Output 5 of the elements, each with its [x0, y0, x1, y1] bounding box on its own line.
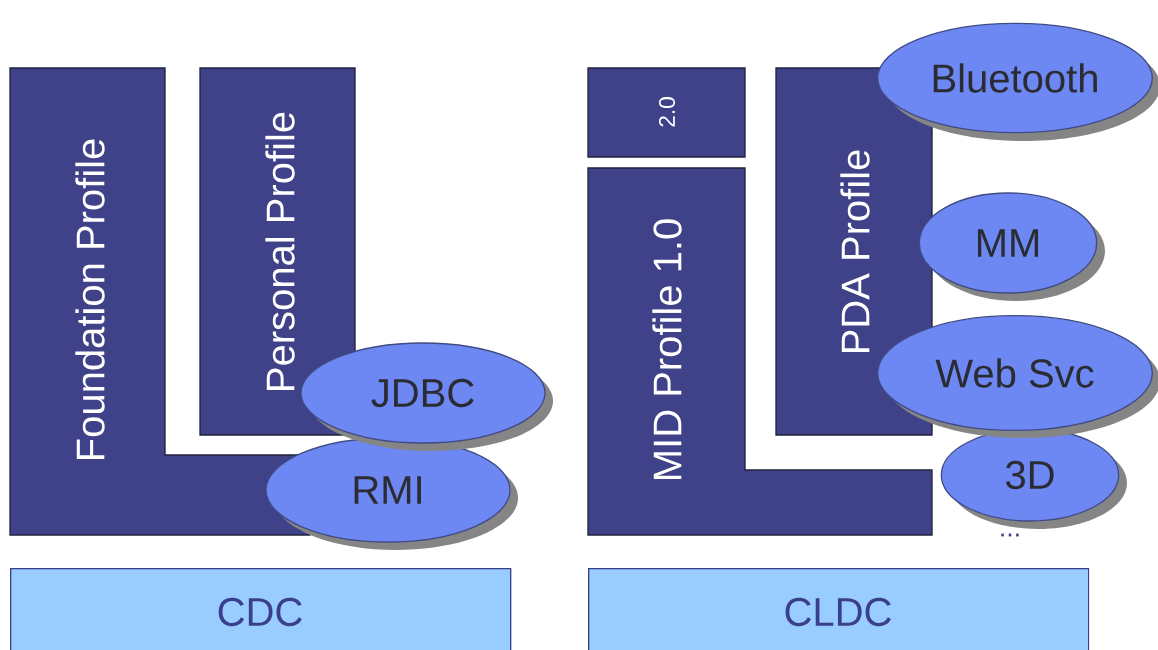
configuration-box: CLDC	[588, 568, 1090, 650]
configuration-box: CDC	[10, 568, 512, 650]
profile-block: Personal Profile	[199, 67, 356, 436]
profile-block: 2.0	[587, 67, 746, 158]
ellipsis-label: ...	[1001, 533, 1019, 537]
